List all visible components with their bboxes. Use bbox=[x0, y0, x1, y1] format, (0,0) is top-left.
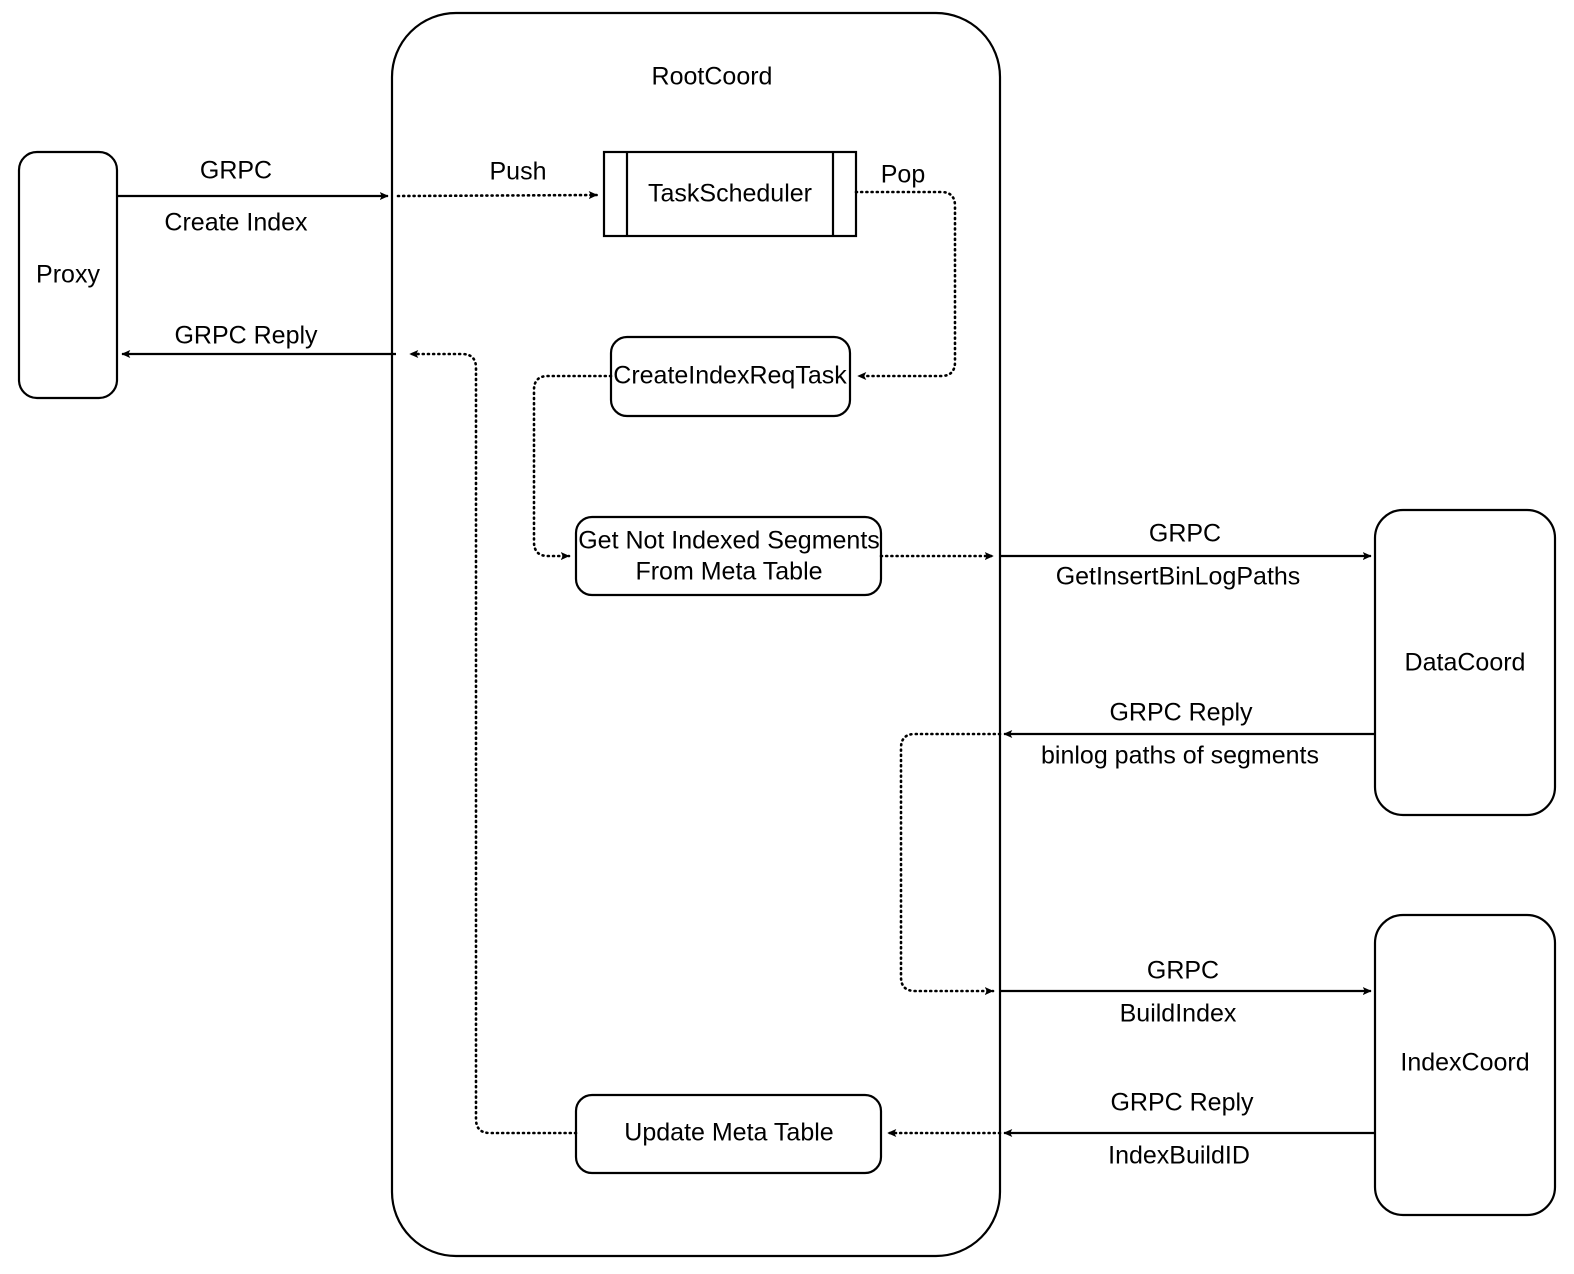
edge-label-getinsertbinlogpaths-top: GRPC bbox=[1149, 520, 1221, 548]
node-index-coord[interactable]: IndexCoord bbox=[1373, 913, 1557, 1217]
proxy-shape[interactable] bbox=[17, 150, 119, 400]
update-meta-table-label: Update Meta Table bbox=[624, 1119, 833, 1147]
data-coord-shape[interactable] bbox=[1373, 508, 1557, 817]
node-create-index-req-task[interactable]: CreateIndexReqTask bbox=[609, 335, 852, 418]
task-scheduler-label: TaskScheduler bbox=[648, 180, 812, 208]
edge-internal-reply-to-buildindex bbox=[899, 732, 1002, 996]
edge-label-buildindex-bottom: BuildIndex bbox=[1120, 1000, 1237, 1028]
node-task-scheduler[interactable]: TaskScheduler bbox=[602, 150, 858, 238]
get-not-indexed-segments-label-line1: Get Not Indexed Segments bbox=[578, 527, 880, 555]
proxy-label: Proxy bbox=[36, 261, 100, 289]
data-coord-label: DataCoord bbox=[1405, 649, 1526, 677]
edge-rootcoord-to-datacoord: GRPC GetInsertBinLogPaths bbox=[1000, 520, 1372, 591]
edge-update-meta-table-to-reply bbox=[408, 349, 578, 1135]
edge-label-binlogpaths-bottom: binlog paths of segments bbox=[1041, 742, 1319, 770]
edge-label-getinsertbinlogpaths-bottom: GetInsertBinLogPaths bbox=[1056, 563, 1301, 591]
rootcoord-label: RootCoord bbox=[652, 63, 773, 91]
edge-label-buildindex-top: GRPC bbox=[1147, 957, 1219, 985]
edge-label-indexbuildid-top: GRPC Reply bbox=[1110, 1089, 1254, 1117]
edge-update-meta-table-to-reply-path bbox=[408, 349, 578, 1135]
create-index-req-task-label: CreateIndexReqTask bbox=[613, 362, 847, 390]
edge-label-grpc-create-index-top: GRPC bbox=[200, 157, 272, 185]
index-coord-label: IndexCoord bbox=[1400, 1049, 1529, 1077]
edge-label-indexbuildid-bottom: IndexBuildID bbox=[1108, 1142, 1250, 1170]
edge-label-binlogpaths-top: GRPC Reply bbox=[1109, 699, 1253, 727]
edge-label-grpc-create-index-bottom: Create Index bbox=[164, 209, 308, 237]
index-coord-shape[interactable] bbox=[1373, 913, 1557, 1217]
edge-proxy-to-rootcoord: GRPC Create Index bbox=[117, 157, 389, 237]
edge-rootcoord-to-indexcoord: GRPC BuildIndex bbox=[1000, 957, 1372, 1028]
edge-indexcoord-to-rootcoord: GRPC Reply IndexBuildID bbox=[1003, 1089, 1375, 1170]
rootcoord-container-shape bbox=[390, 11, 1002, 1258]
edge-label-pop: Pop bbox=[881, 161, 925, 189]
edge-push-to-task-scheduler: Push bbox=[396, 158, 599, 200]
node-proxy[interactable]: Proxy bbox=[17, 150, 119, 400]
rootcoord-container: RootCoord bbox=[390, 11, 1002, 1258]
node-data-coord[interactable]: DataCoord bbox=[1373, 508, 1557, 817]
edge-push-line bbox=[396, 190, 599, 200]
edge-label-grpc-reply-proxy: GRPC Reply bbox=[174, 322, 318, 350]
edge-label-push: Push bbox=[490, 158, 547, 186]
edge-datacoord-to-rootcoord: GRPC Reply binlog paths of segments bbox=[1003, 699, 1375, 770]
edge-internal-reply-to-buildindex-path bbox=[899, 732, 1002, 996]
edge-task-to-get-segments bbox=[532, 374, 613, 561]
node-update-meta-table[interactable]: Update Meta Table bbox=[574, 1093, 883, 1175]
edge-pop-path bbox=[854, 190, 957, 381]
edge-rootcoord-to-proxy: GRPC Reply bbox=[121, 322, 396, 359]
node-get-not-indexed-segments[interactable]: Get Not Indexed Segments From Meta Table bbox=[574, 515, 883, 597]
edge-task-to-get-segments-path bbox=[532, 374, 613, 561]
task-scheduler-shape[interactable] bbox=[602, 150, 858, 238]
edge-pop-to-create-index-req-task: Pop bbox=[854, 161, 957, 381]
get-not-indexed-segments-label-line2: From Meta Table bbox=[635, 558, 822, 586]
